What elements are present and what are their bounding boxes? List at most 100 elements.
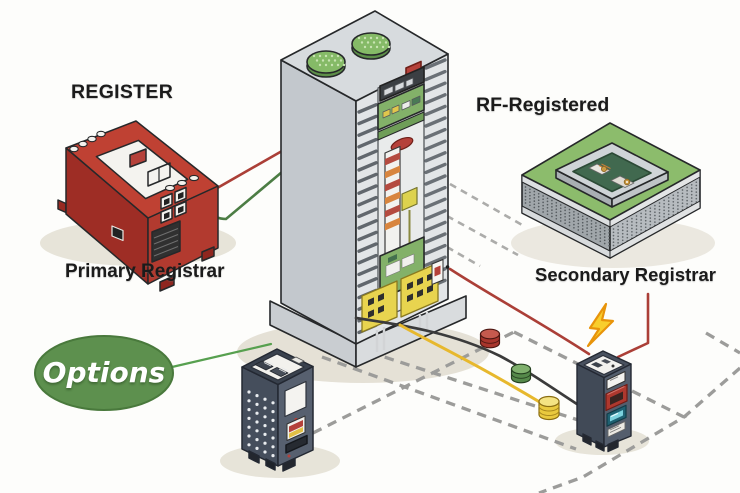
register-label: REGISTER bbox=[71, 81, 174, 103]
dashed-line bbox=[682, 366, 740, 419]
kiosk-card-panel[interactable] bbox=[286, 415, 306, 441]
strip-tick bbox=[609, 376, 619, 381]
pcb-part bbox=[411, 95, 421, 106]
display-outline bbox=[147, 162, 171, 187]
warning-glyph bbox=[434, 265, 441, 277]
oval-button[interactable] bbox=[96, 130, 106, 138]
options-label[interactable]: Options bbox=[42, 356, 166, 389]
rf-registered-label: RF-Registered bbox=[476, 94, 610, 116]
led-rung bbox=[385, 204, 400, 218]
led-rung bbox=[385, 178, 400, 192]
led-rung bbox=[385, 191, 400, 205]
mini-connector bbox=[405, 77, 414, 88]
relay-bottom-label bbox=[607, 421, 626, 438]
primary-registrar-label: Primary Registrar bbox=[65, 261, 225, 282]
secondary-registrar-label: Secondary Registrar bbox=[535, 264, 716, 285]
kiosk-chip bbox=[269, 367, 289, 377]
rf-chip bbox=[610, 175, 635, 188]
device-foot bbox=[159, 275, 175, 292]
mesh-dots bbox=[524, 186, 610, 247]
options-kiosk-tower bbox=[241, 348, 314, 472]
options-bubble[interactable] bbox=[34, 335, 174, 411]
kiosk-chip bbox=[254, 360, 274, 371]
wire-group-floor bbox=[354, 267, 650, 409]
grille-lines bbox=[153, 228, 179, 257]
pcb-strip bbox=[377, 83, 425, 131]
dashed-line bbox=[705, 331, 740, 355]
dashed-line bbox=[446, 214, 519, 257]
relay-foot bbox=[595, 440, 605, 452]
port-dot bbox=[445, 265, 450, 269]
red-oval-button[interactable] bbox=[389, 135, 414, 153]
device-foot bbox=[201, 246, 215, 262]
wire-yellow bbox=[398, 323, 550, 409]
yellow-token-stack bbox=[538, 395, 560, 421]
pcb-part bbox=[401, 100, 411, 111]
kiosk-top-tab bbox=[290, 356, 305, 364]
kiosk-foot bbox=[265, 458, 276, 471]
fan-vent bbox=[306, 50, 346, 78]
mini-connector bbox=[383, 85, 394, 97]
tokens bbox=[479, 328, 560, 421]
relay-teal-display bbox=[606, 404, 627, 427]
kiosk-screen[interactable] bbox=[284, 380, 307, 418]
dashed-network-lines bbox=[312, 182, 740, 493]
oval-button[interactable] bbox=[69, 145, 79, 153]
oval-slot bbox=[188, 174, 200, 182]
label-glyph bbox=[611, 364, 615, 368]
dashed-line bbox=[312, 330, 515, 435]
oval-slot bbox=[164, 184, 176, 192]
pcb-part bbox=[388, 254, 397, 263]
vent-slats-right bbox=[424, 58, 447, 291]
kiosk-foot bbox=[282, 457, 296, 472]
led-rung bbox=[385, 217, 400, 231]
led-rung bbox=[385, 152, 400, 166]
tower-face-left bbox=[280, 59, 357, 345]
label-glyph bbox=[591, 362, 603, 368]
lightning-bolt-icon bbox=[586, 302, 615, 348]
dashed-line bbox=[513, 330, 688, 493]
main-tower bbox=[269, 10, 467, 368]
yellow-connector-panel[interactable] bbox=[400, 262, 439, 318]
top-panel bbox=[95, 139, 189, 200]
oval-button[interactable] bbox=[87, 135, 97, 143]
wire-red-relay bbox=[448, 267, 591, 356]
pcb-part bbox=[391, 104, 400, 115]
pcb-part bbox=[385, 259, 401, 278]
label-glyph bbox=[601, 359, 611, 364]
relay-red-module[interactable] bbox=[605, 383, 628, 412]
dashed-line bbox=[449, 182, 525, 228]
relay-foot bbox=[582, 433, 592, 446]
green-divider bbox=[377, 111, 425, 141]
wire-red-secondary bbox=[616, 292, 650, 359]
yellow-tag bbox=[401, 186, 418, 212]
wire-black bbox=[354, 316, 582, 408]
red-token bbox=[479, 328, 501, 349]
callout-line bbox=[170, 342, 273, 369]
relay-top-label bbox=[583, 355, 625, 375]
oval-slot bbox=[176, 179, 188, 187]
relay-face-left bbox=[576, 363, 605, 448]
indicator-dot bbox=[287, 454, 291, 458]
green-token bbox=[510, 363, 532, 384]
relay-strip-display bbox=[606, 371, 626, 390]
kiosk-foot bbox=[248, 450, 260, 464]
button-dot-grid[interactable] bbox=[247, 390, 275, 458]
kiosk-slot[interactable] bbox=[285, 434, 308, 454]
small-port[interactable] bbox=[111, 225, 124, 242]
oval-button[interactable] bbox=[78, 140, 88, 148]
port-grid[interactable] bbox=[160, 186, 187, 224]
rim-bottom-right bbox=[609, 200, 701, 259]
relay-foot bbox=[607, 439, 619, 453]
mini-connector bbox=[394, 81, 405, 92]
hanging-cables bbox=[375, 312, 429, 352]
dashed-line bbox=[321, 355, 577, 451]
red-button[interactable] bbox=[129, 148, 147, 168]
rf-chip bbox=[588, 163, 611, 175]
options-callout bbox=[34, 335, 273, 411]
dashed-line bbox=[446, 245, 481, 268]
pcb-part bbox=[382, 108, 391, 119]
led-rung bbox=[385, 165, 400, 179]
